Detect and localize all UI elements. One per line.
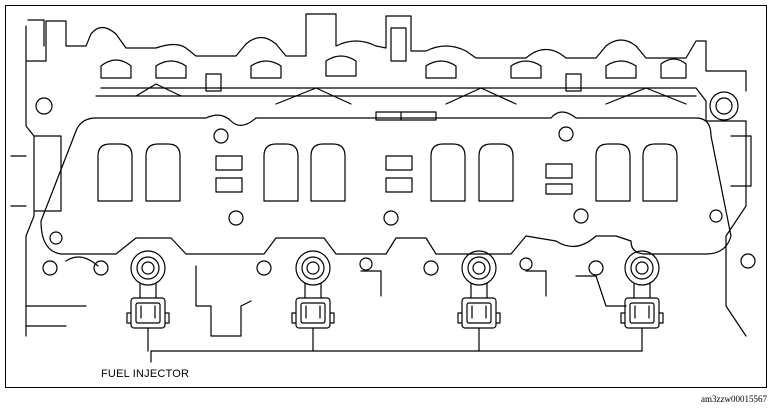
diagram-frame: FUEL INJECTOR bbox=[5, 5, 767, 388]
left-block bbox=[10, 97, 62, 276]
intake-manifold-flange bbox=[40, 111, 732, 255]
fuel-injector-label: FUEL INJECTOR bbox=[101, 368, 190, 380]
fuel-injectors bbox=[126, 250, 664, 329]
figure-id: am3zzw00015567 bbox=[701, 394, 767, 404]
callout-leader bbox=[147, 327, 643, 363]
cylinder-head-top bbox=[25, 13, 747, 337]
fuel-injector-1 bbox=[126, 250, 170, 329]
fuel-injector-3 bbox=[457, 250, 501, 329]
right-block bbox=[705, 91, 756, 337]
fuel-injector-2 bbox=[291, 250, 335, 329]
engine-intake-diagram bbox=[10, 13, 756, 363]
intake-ports bbox=[97, 143, 678, 202]
lower-head bbox=[25, 256, 627, 337]
upper-rail bbox=[95, 83, 707, 122]
fuel-injector-4 bbox=[620, 250, 664, 329]
